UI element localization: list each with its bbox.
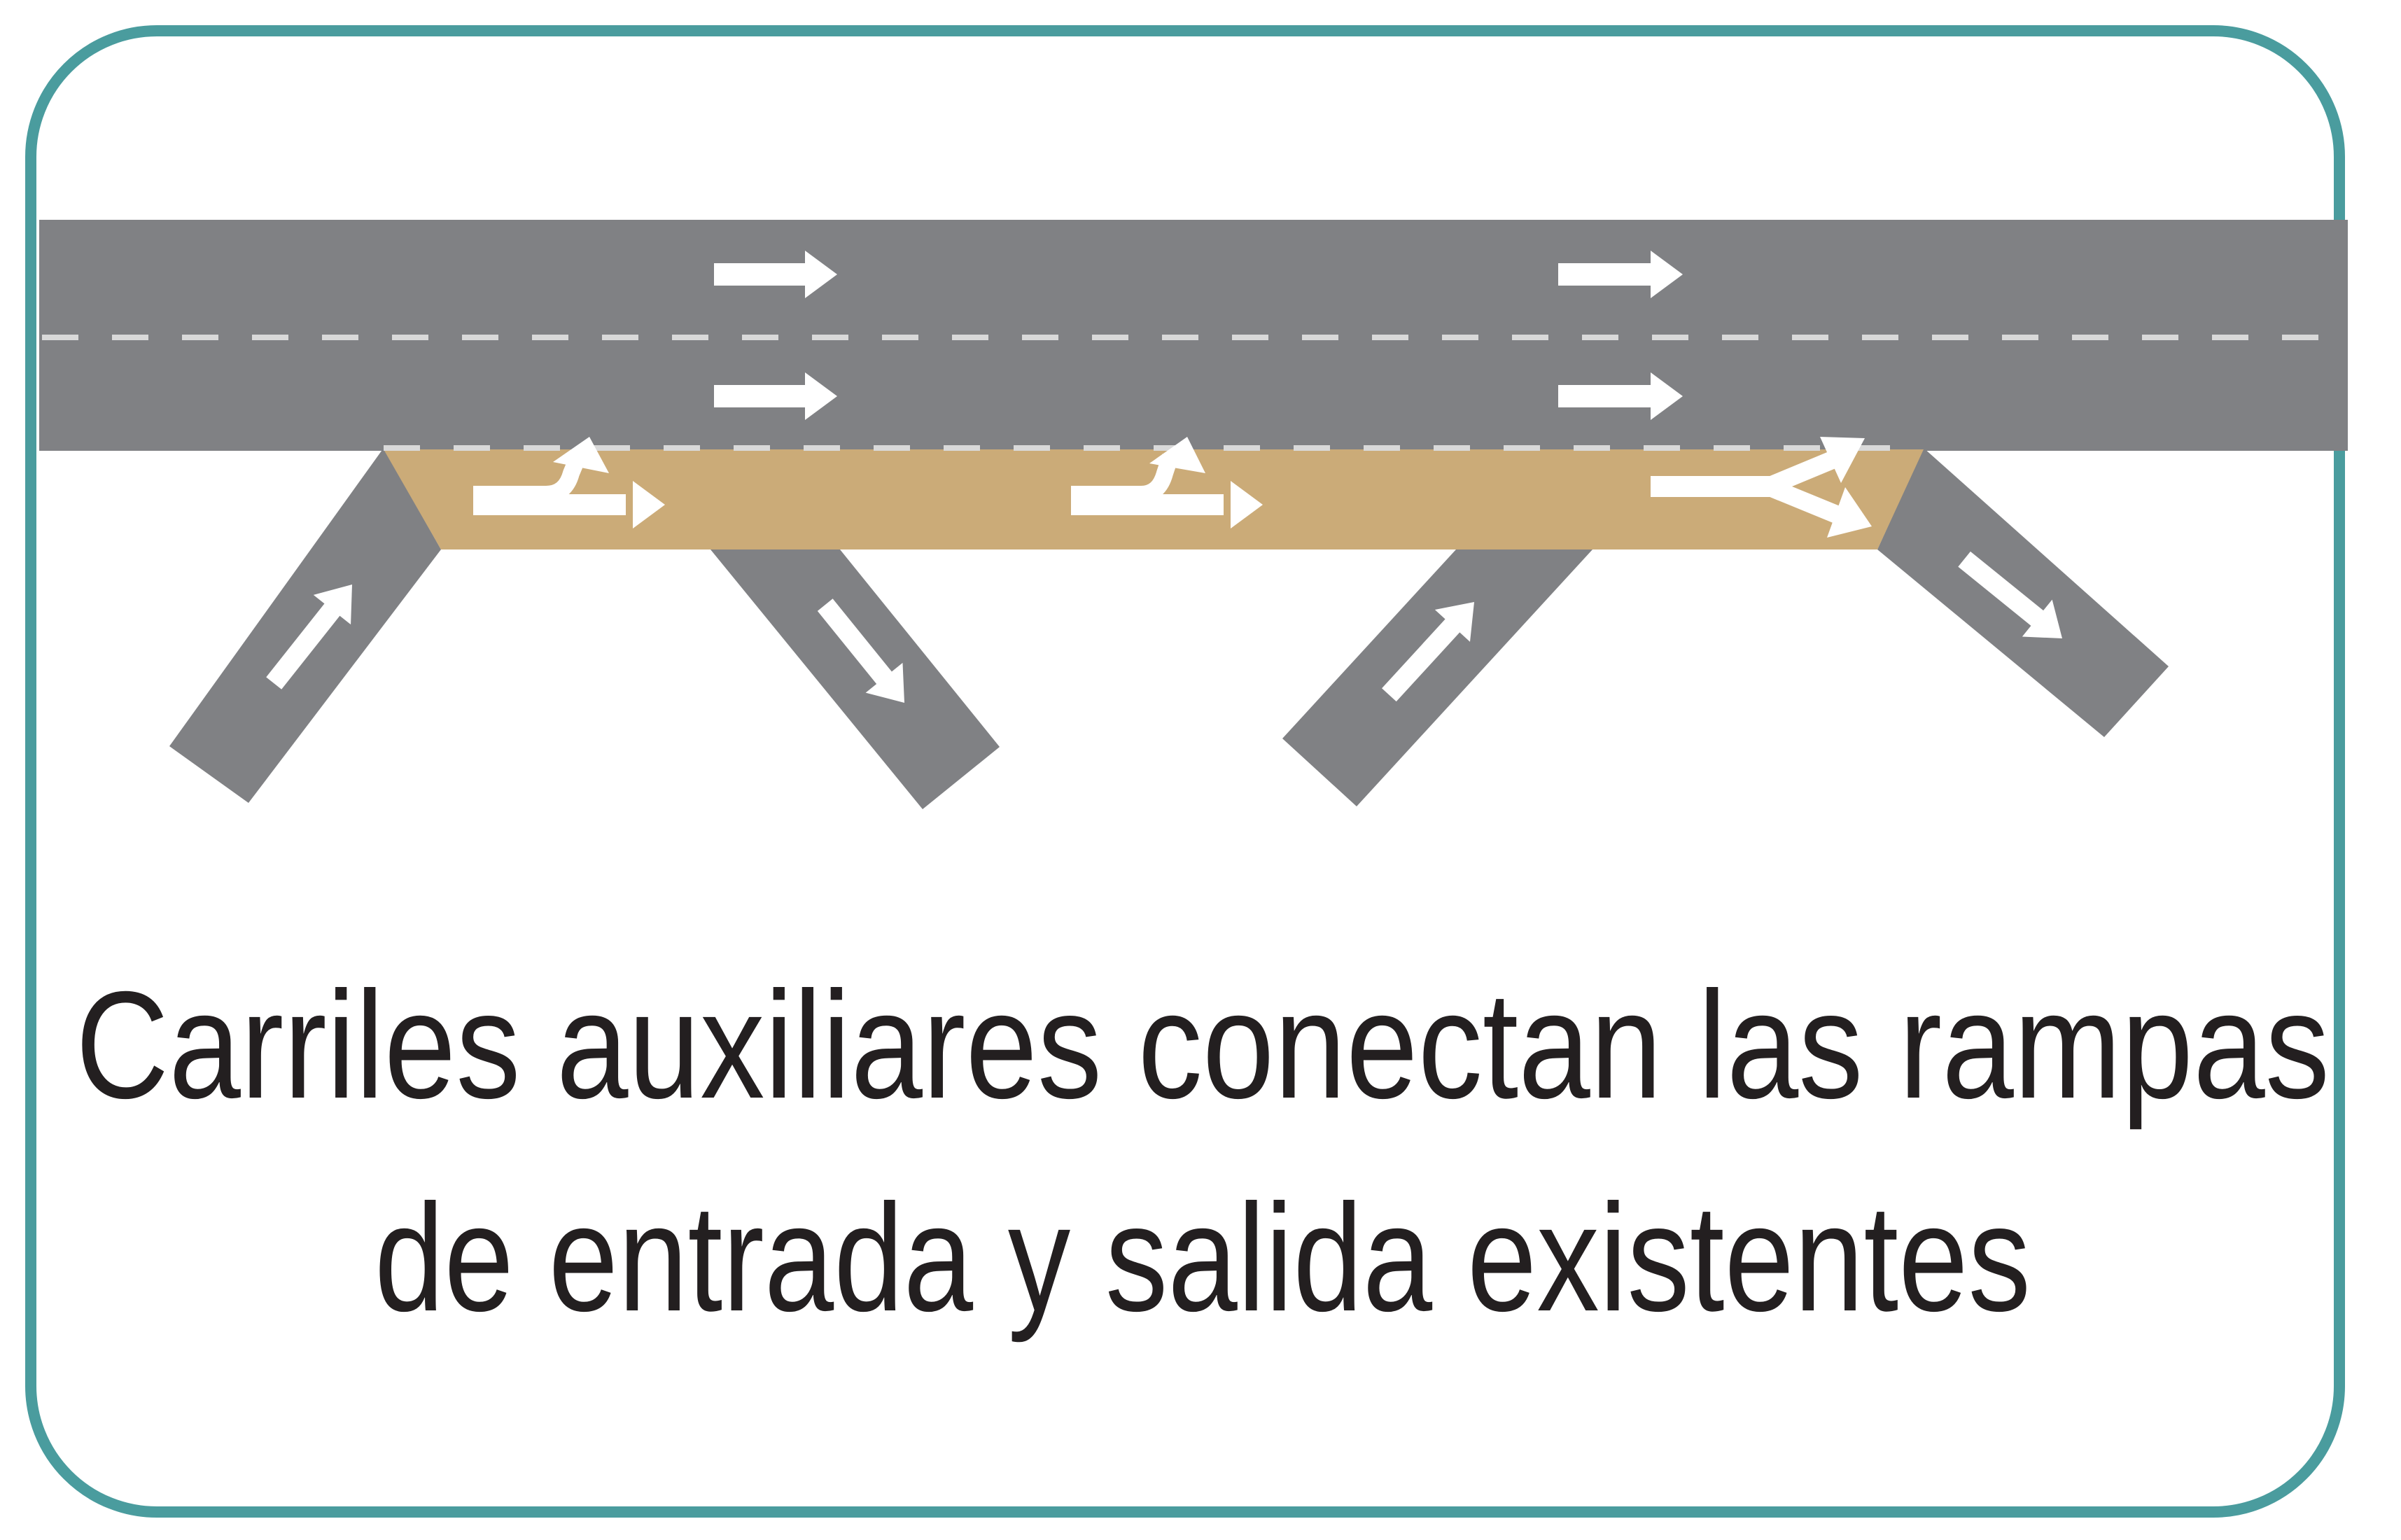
caption-line-1: Carriles auxiliares conectan las rampas: [76, 960, 2330, 1130]
merge-arrow-icon: [1071, 437, 1263, 528]
merge-arrow-icon: [473, 437, 665, 528]
ramp-direction-arrow-icon: [1958, 551, 2078, 657]
caption: Carriles auxiliares conectan las rampas …: [76, 960, 2330, 1343]
mainline-arrows: [714, 251, 1683, 420]
right-arrow-icon: [1558, 251, 1683, 298]
aux-lane-arrows: [473, 437, 1872, 538]
ramp-direction-arrow-icon: [266, 569, 371, 690]
right-arrow-icon: [714, 372, 837, 420]
ramps: [169, 448, 2169, 809]
on-ramp-2: [1282, 550, 1592, 806]
on-ramp-1: [169, 448, 441, 803]
ramp-direction-arrow-icon: [1382, 586, 1492, 702]
right-arrow-icon: [714, 251, 837, 298]
right-arrow-icon: [1558, 372, 1683, 420]
ramp-direction-arrow-icon: [817, 598, 923, 718]
ramp-arrows: [266, 551, 2078, 718]
off-ramp-1: [710, 550, 1000, 809]
off-ramp-2: [1877, 448, 2169, 737]
split-arrow-icon: [1651, 437, 1872, 538]
caption-line-2: de entrada y salida existentes: [374, 1173, 2031, 1343]
